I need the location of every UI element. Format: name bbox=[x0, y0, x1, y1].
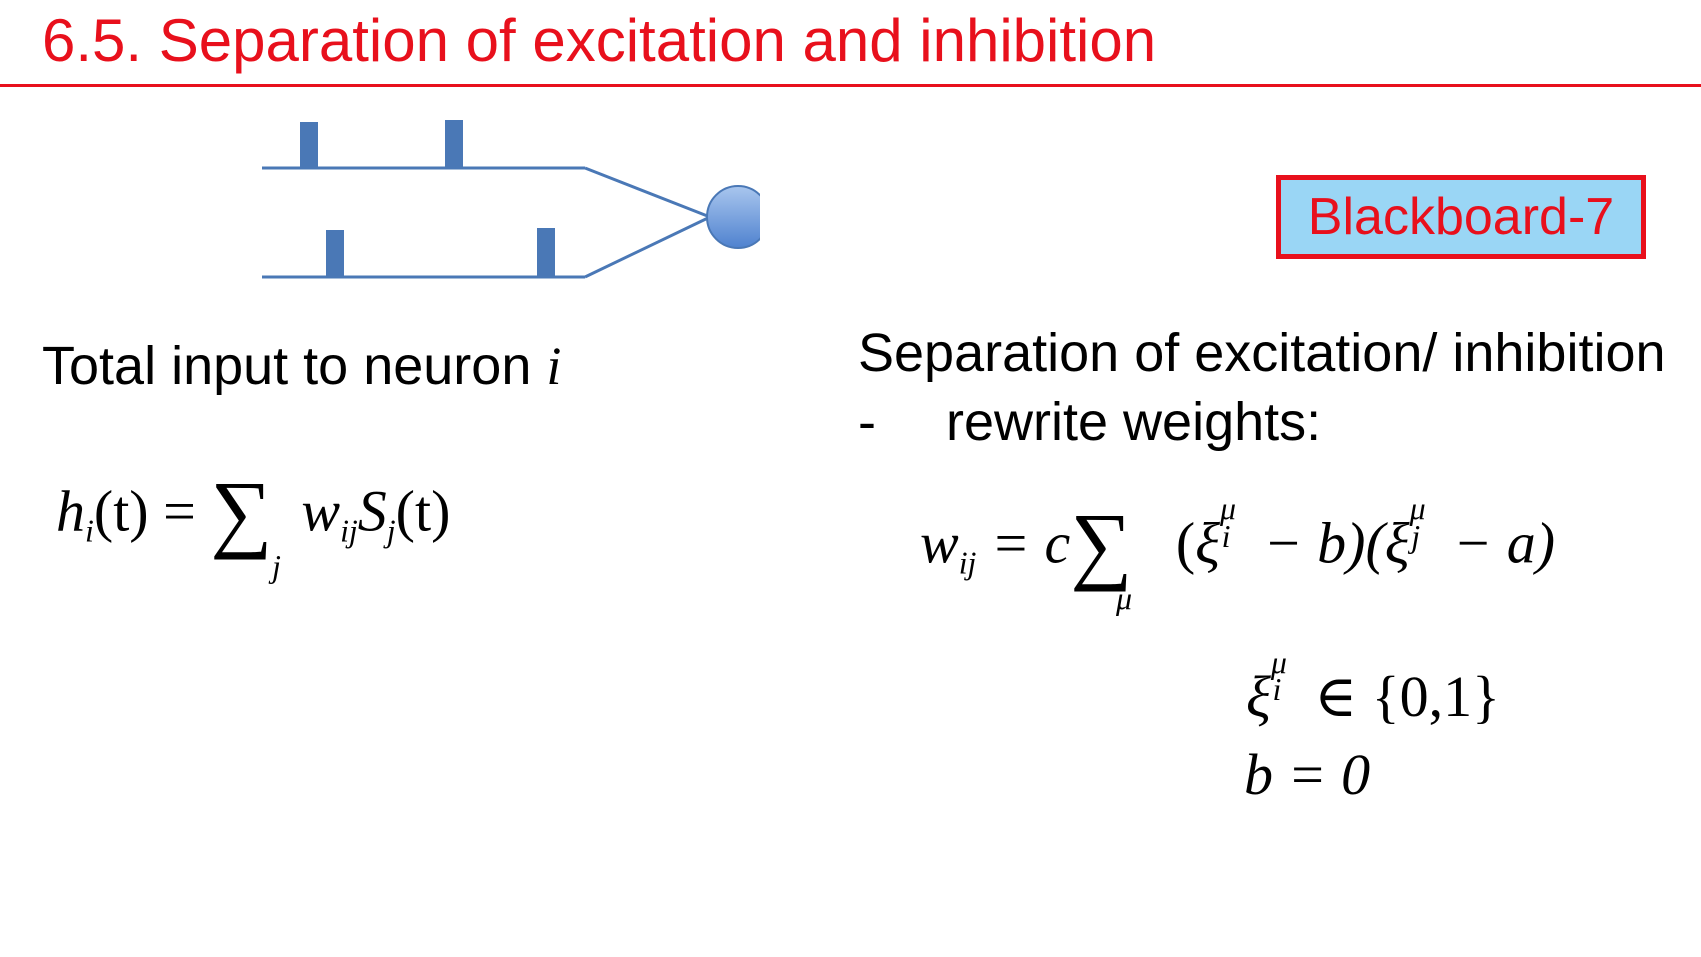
sum-symbol: ∑ bbox=[210, 463, 273, 560]
slide-title: 6.5. Separation of excitation and inhibi… bbox=[42, 7, 1157, 74]
bullet-text: rewrite weights: bbox=[946, 392, 1322, 452]
b-equals-zero: b = 0 bbox=[1244, 746, 1370, 804]
blackboard-label: Blackboard-7 bbox=[1307, 188, 1615, 246]
weq-xi-2: ξ bbox=[1384, 510, 1410, 576]
spike-upper-1 bbox=[300, 122, 318, 168]
eq-S: S bbox=[357, 478, 387, 544]
blackboard-badge: Blackboard-7 bbox=[1276, 175, 1646, 259]
weq-xi-2-sub: j bbox=[1411, 518, 1421, 554]
spike-lower-2 bbox=[537, 228, 555, 277]
weq-minus-b: − b)( bbox=[1249, 510, 1385, 576]
eq-h-sub: i bbox=[85, 513, 94, 549]
spike-upper-2 bbox=[445, 120, 463, 168]
set-xi-sub: i bbox=[1272, 671, 1282, 707]
weq-open-paren: ( bbox=[1175, 510, 1196, 576]
eq-t: (t) bbox=[93, 478, 149, 544]
set-membership: ∈ {0,1} bbox=[1314, 664, 1500, 729]
bullet-dash: - bbox=[858, 392, 876, 452]
weq-sum-index-mu: μ bbox=[1116, 580, 1133, 616]
total-input-text: Total input to neuron bbox=[42, 336, 532, 396]
title-underline bbox=[0, 84, 1701, 87]
neuron-input-diagram bbox=[262, 120, 760, 279]
b-eq-text: b = 0 bbox=[1244, 742, 1371, 807]
eq-w: w bbox=[301, 478, 341, 544]
weq-sum-symbol: ∑ bbox=[1070, 495, 1133, 592]
weq-xi-1-sub: i bbox=[1221, 518, 1231, 554]
weq-equals-c: = c bbox=[990, 510, 1071, 576]
weq-xi-2-sup: μ bbox=[1409, 491, 1426, 527]
weq-xi-1: ξ bbox=[1195, 510, 1221, 576]
eq-equals: = bbox=[163, 478, 196, 544]
total-input-equation: hi(t) = ∑ wijSj(t) bbox=[56, 468, 450, 555]
weq-w-sub: ij bbox=[958, 545, 977, 581]
eq-h: h bbox=[56, 478, 85, 544]
neuron-circle bbox=[706, 185, 760, 249]
eq-S-sub: j bbox=[386, 513, 396, 549]
eq-t2: (t) bbox=[395, 478, 451, 544]
upper-converging-line bbox=[584, 166, 711, 219]
weq-w: w bbox=[920, 510, 959, 576]
bullet-rewrite-weights: - rewrite weights: bbox=[858, 392, 1322, 452]
lower-converging-line bbox=[584, 215, 711, 279]
sum-index-j: j bbox=[272, 548, 281, 584]
neuron-index-var: i bbox=[546, 336, 562, 396]
set-xi-sup: μ bbox=[1270, 644, 1287, 680]
separation-heading: Separation of excitation/ inhibition bbox=[858, 323, 1666, 383]
weq-minus-a: − a) bbox=[1438, 510, 1556, 576]
spike-lower-1 bbox=[326, 230, 344, 277]
weq-xi-1-sup: μ bbox=[1220, 491, 1237, 527]
total-input-caption: Total input to neuron i bbox=[42, 336, 562, 396]
set-xi: ξ bbox=[1246, 664, 1271, 729]
eq-w-sub: ij bbox=[340, 513, 358, 549]
